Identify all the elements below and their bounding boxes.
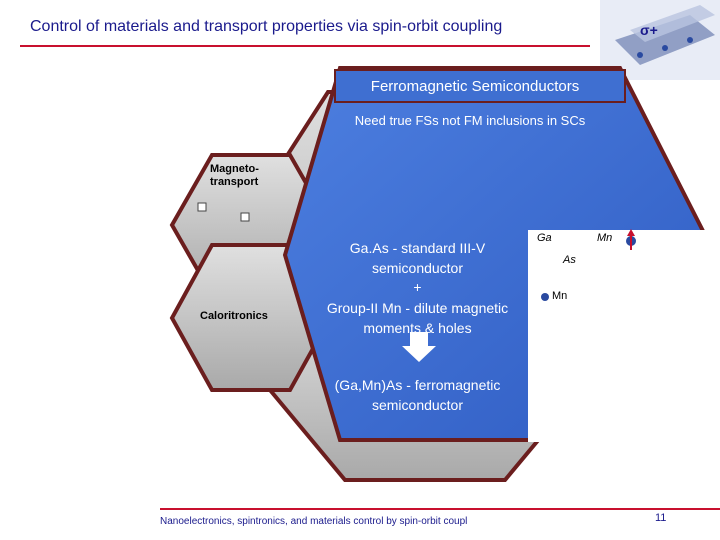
- page-number: 11: [655, 512, 667, 524]
- title-divider: [20, 45, 590, 47]
- caloritronics-label: Caloritronics: [200, 310, 268, 322]
- footer-divider: [160, 508, 720, 510]
- gamnas-description: (Ga,Mn)As - ferromagnetic semiconductor: [334, 377, 501, 413]
- plus-sign: +: [413, 279, 422, 295]
- crystal-label-mn-top: Mn: [597, 232, 613, 244]
- logo-symbol: σ+: [640, 22, 658, 38]
- fs-subheader: Need true FSs not FM inclusions in SCs: [354, 113, 586, 128]
- magnetotransport-marker-2: [240, 212, 250, 222]
- footer-text: Nanoelectronics, spintronics, and materi…: [160, 516, 468, 527]
- mn-description: Group-II Mn - dilute magnetic moments & …: [326, 300, 509, 336]
- crystal-label-mn-bottom: Mn: [552, 290, 568, 302]
- fs-header-box: [334, 69, 626, 103]
- crystal-label-ga: Ga: [537, 232, 552, 244]
- down-arrow-icon: [402, 332, 436, 362]
- magnetotransport-marker-1: [197, 202, 207, 212]
- crystal-structure-image: [528, 229, 720, 442]
- fs-header: Ferromagnetic Semiconductors: [370, 78, 580, 95]
- magnetotransport-label: Magneto- transport: [210, 163, 259, 188]
- gaas-description: Ga.As - standard III-V semiconductor: [349, 240, 486, 276]
- page-title: Control of materials and transport prope…: [30, 18, 503, 35]
- crystal-label-as: As: [563, 254, 576, 266]
